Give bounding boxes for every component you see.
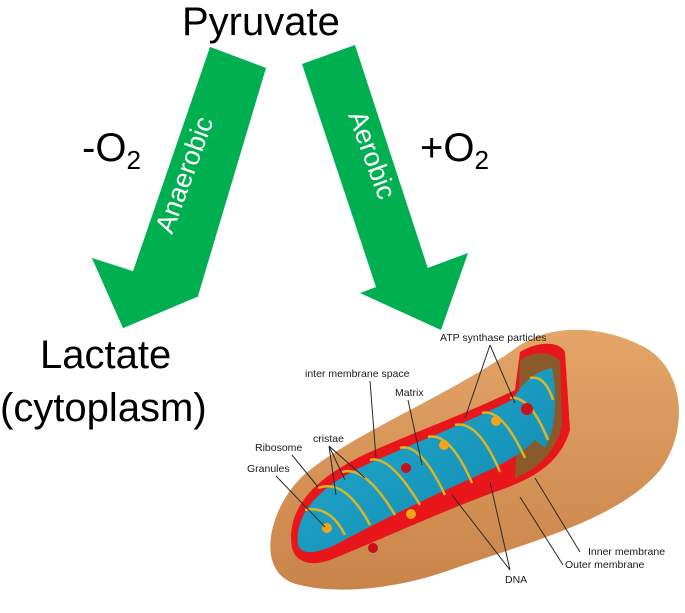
lactate-label: Lactate xyxy=(40,333,172,377)
granule xyxy=(322,523,332,533)
label-matrix: Matrix xyxy=(395,387,424,399)
ribosome-dot xyxy=(368,543,378,553)
arrow-head xyxy=(360,253,468,330)
label-cristae: cristae xyxy=(313,433,344,445)
label-dna: DNA xyxy=(505,574,527,586)
mitochondrion-illustration: ATP synthase particles inter membrane sp… xyxy=(247,329,679,590)
arrow-shaft xyxy=(130,47,266,300)
anaerobic-arrow: Anaerobic xyxy=(92,47,266,328)
aerobic-arrow: Aerobic xyxy=(302,45,468,330)
aerobic-condition: +O2 xyxy=(420,128,489,173)
label-granules: Granules xyxy=(247,463,290,475)
anaerobic-condition: -O2 xyxy=(82,128,141,173)
condition-text: +O xyxy=(420,126,475,170)
label-inner-membrane: Inner membrane xyxy=(588,546,665,558)
leader-atp xyxy=(464,344,516,419)
cristae xyxy=(304,376,555,536)
granule xyxy=(439,440,449,450)
cytoplasm-label: (cytoplasm) xyxy=(0,386,207,430)
leader-intermembrane xyxy=(369,380,377,459)
label-atp-synthase: ATP synthase particles xyxy=(440,332,546,344)
condition-subscript: 2 xyxy=(126,145,141,175)
arrow-head xyxy=(92,258,199,328)
granules xyxy=(322,403,533,553)
label-outer-membrane: Outer membrane xyxy=(565,559,645,571)
leader-granules xyxy=(275,475,326,528)
condition-text: -O xyxy=(82,126,127,170)
ribosome-dot xyxy=(521,403,533,415)
leader-outer xyxy=(519,496,564,566)
label-ribosome: Ribosome xyxy=(255,442,302,454)
leader-dna xyxy=(451,481,511,571)
leader-cristae xyxy=(328,445,366,496)
granule xyxy=(406,509,416,519)
granule xyxy=(491,416,501,426)
condition-subscript: 2 xyxy=(474,145,489,175)
ribosome-dot xyxy=(401,463,411,473)
leader-ribosome xyxy=(291,454,319,488)
label-intermembrane-space: inter membrane space xyxy=(305,368,410,380)
arrow-shaft xyxy=(302,45,430,293)
leader-inner xyxy=(534,477,581,553)
leader-matrix xyxy=(407,399,423,466)
pyruvate-label: Pyruvate xyxy=(182,0,340,44)
